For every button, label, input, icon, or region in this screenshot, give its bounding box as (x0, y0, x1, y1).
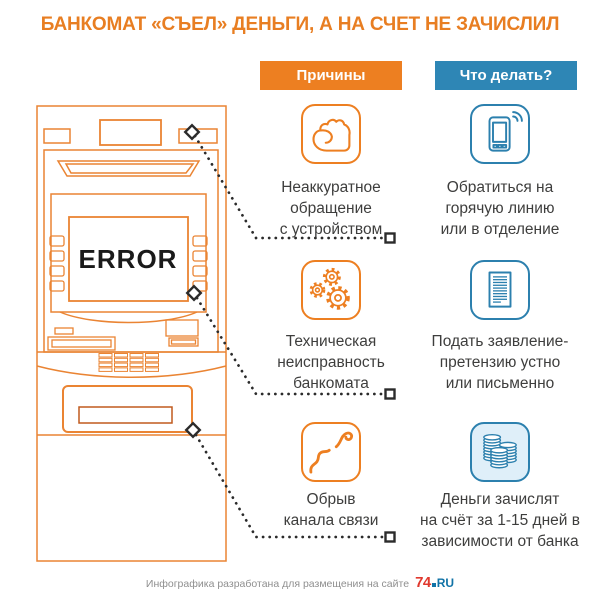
atm-error-display (68, 216, 189, 302)
square-marker (384, 232, 396, 244)
cause-3-label: Обрыв канала связи (283, 491, 379, 529)
atm-screen-text: ERROR (79, 244, 178, 274)
atm-cash-dispenser (62, 385, 193, 433)
atm-illustration (36, 105, 227, 562)
site-logo-74ru: 74 RU (415, 574, 454, 591)
connector-cause-3 (184, 421, 396, 543)
cause-2-iconbox (301, 260, 361, 320)
fist-icon (312, 118, 351, 152)
diamond-marker (185, 284, 203, 302)
square-marker (384, 388, 396, 400)
atm-card-reader (165, 319, 199, 347)
cause-1-iconbox (301, 104, 361, 164)
atm-card-slot (56, 160, 201, 177)
cause-3-iconbox (301, 422, 361, 482)
logo-tld: RU (436, 576, 455, 590)
square-marker (384, 531, 396, 543)
atm-side-buttons (49, 235, 208, 292)
gears-icon (309, 267, 350, 310)
page-title: БАНКОМАТ «СЪЕЛ» ДЕНЬГИ, А НА СЧЕТ НЕ ЗАЧ… (40, 14, 560, 35)
cause-1-label: Неаккуратное обращение с устройством (279, 179, 383, 238)
diamond-marker (183, 123, 201, 141)
atm-keypad (98, 353, 159, 372)
connectors (183, 123, 396, 543)
action-2-label: Подать заявление- претензию устно или пи… (431, 333, 569, 392)
diamond-marker (184, 421, 202, 439)
atm-receipt-slot (47, 327, 116, 351)
atm-body (36, 105, 227, 562)
action-2-iconbox (470, 260, 530, 320)
footer-credit-text: Инфографика разработана для размещения н… (145, 578, 410, 590)
action-3-label: Деньги зачислят на счёт за 1-15 дней в з… (420, 491, 580, 550)
connector-cause-2 (185, 284, 396, 400)
broken-cable-icon (309, 431, 353, 474)
connector-cause-1 (183, 123, 396, 244)
action-1-iconbox (470, 104, 530, 164)
phone-hotline-icon (488, 111, 523, 152)
cause-2-label: Техническая неисправность банкомата (277, 333, 385, 392)
actions-header-badge: Что делать? (435, 61, 577, 90)
causes-header-badge: Причины (260, 61, 402, 90)
coins-icon (483, 433, 517, 469)
action-1-label: Обратиться на горячую линию или в отделе… (440, 179, 560, 238)
footer: Инфографика разработана для размещения н… (0, 574, 600, 591)
logo-number: 74 (415, 574, 431, 591)
atm-screen (50, 193, 207, 324)
claim-document-icon (488, 271, 512, 308)
action-3-iconbox (470, 422, 530, 482)
logo-dot-icon (431, 583, 436, 587)
